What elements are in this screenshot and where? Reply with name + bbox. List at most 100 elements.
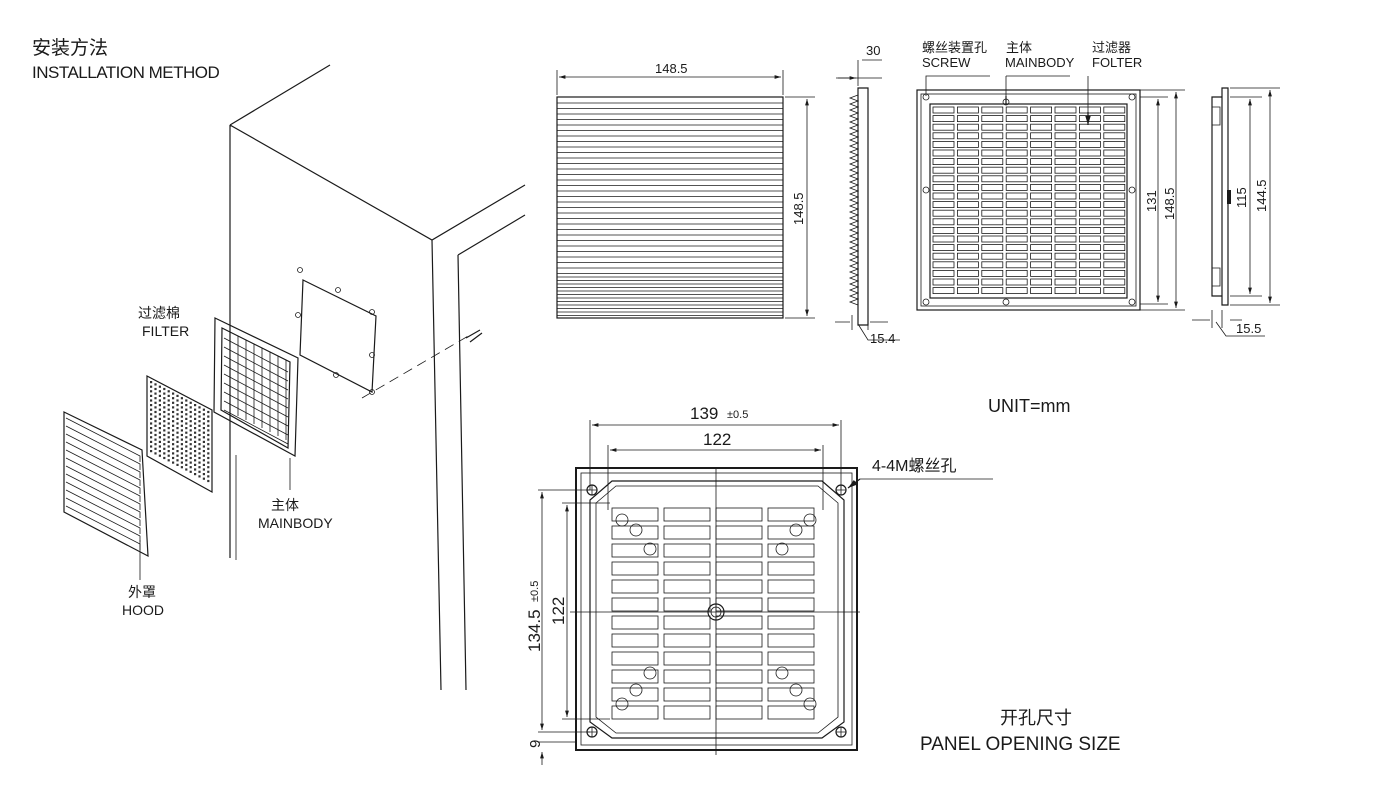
filter-mesh — [163, 429, 166, 432]
filter-mesh — [150, 445, 153, 448]
unit-label: UNIT=mm — [988, 396, 1071, 416]
filter-mesh — [154, 415, 157, 418]
hood-louver — [65, 465, 141, 510]
filter-mesh — [189, 461, 192, 464]
filter-mesh — [202, 427, 205, 430]
filter-slot — [1103, 106, 1126, 114]
filter-mesh — [150, 390, 153, 393]
filter-slot — [957, 115, 979, 122]
clip-hole — [643, 542, 657, 556]
filter-mesh — [167, 459, 170, 462]
filter-slot — [1054, 226, 1077, 234]
panel-cutout — [295, 267, 377, 395]
filter-slot — [1079, 158, 1101, 166]
filter-mesh — [167, 450, 170, 453]
filter-slot — [1079, 115, 1101, 122]
filter-mesh — [163, 433, 166, 437]
filter-mesh — [185, 454, 188, 457]
filter-mesh — [194, 431, 197, 434]
filter-mesh — [189, 466, 192, 469]
filter-slot — [932, 158, 955, 166]
screw-hole — [1128, 186, 1136, 194]
filter-slot — [1054, 209, 1077, 217]
back-outer-dim: 148.5 — [1162, 187, 1177, 220]
filter-slot — [1005, 235, 1028, 243]
filter-mesh — [150, 422, 153, 425]
filter-slot — [1054, 261, 1077, 269]
grille-slot — [715, 507, 763, 522]
filter-slot — [1079, 166, 1101, 174]
filter-mesh — [198, 470, 201, 473]
filter-slot — [1005, 106, 1028, 114]
filter-mesh — [185, 413, 188, 416]
filter-mesh — [198, 475, 201, 478]
filter-mesh — [180, 410, 183, 414]
clip-hole — [775, 542, 789, 556]
clip-hole — [629, 683, 643, 697]
filter-slot — [957, 244, 979, 252]
filter-mesh — [189, 424, 192, 427]
filter-slot — [1005, 209, 1028, 217]
filter-mesh — [194, 404, 197, 407]
filter-slot — [957, 235, 979, 243]
grille-line — [223, 346, 289, 382]
filter-slot — [1054, 175, 1077, 183]
filter-slot — [1054, 183, 1077, 191]
filter-mesh — [189, 401, 192, 404]
filter-mesh — [202, 422, 205, 425]
filter-mesh — [202, 445, 205, 448]
filter-mesh — [172, 447, 175, 450]
back-inner-dim: 131 — [1144, 190, 1159, 212]
filter-mesh — [189, 443, 192, 446]
grille-slot — [767, 615, 815, 630]
filter-mesh — [207, 429, 210, 432]
filter-slot — [1005, 158, 1028, 166]
filter-mesh — [189, 447, 192, 450]
filter-pad — [146, 375, 213, 494]
filter-mesh — [180, 443, 183, 446]
filter-mesh — [198, 466, 201, 469]
filter-mesh — [154, 429, 157, 432]
panel-offset-dim: 9 — [527, 740, 544, 748]
filter-mesh — [180, 420, 183, 423]
filter-mesh — [189, 406, 192, 409]
filter-mesh — [189, 420, 192, 423]
filter-slot — [932, 106, 955, 114]
filter-slot — [1079, 132, 1101, 140]
hood-louver — [65, 489, 141, 534]
filter-mesh — [172, 429, 175, 432]
filter-slot — [1079, 140, 1101, 148]
filter-slot — [932, 278, 955, 286]
filter-mesh — [158, 413, 161, 416]
mainbody-label-en: MAINBODY — [258, 515, 333, 531]
back-mainbody-label-cn: 主体 — [1006, 40, 1032, 55]
filter-mesh — [189, 438, 192, 441]
grille-line — [223, 382, 289, 418]
filter-mesh — [194, 408, 197, 411]
filter-mesh — [202, 408, 205, 411]
filter-slot — [981, 244, 1004, 252]
hood-louver — [65, 497, 141, 542]
filter-mesh — [176, 408, 179, 411]
filter-slot — [1103, 192, 1126, 200]
filter-mesh — [207, 415, 210, 418]
filter-slot — [1054, 192, 1077, 200]
back-view: 螺丝装置孔 SCREW 主体 MAINBODY 过滤器 FOLTER 131 1… — [916, 40, 1185, 311]
hood-louver — [65, 425, 141, 470]
filter-slot — [1005, 115, 1028, 122]
filter-slot — [957, 158, 979, 166]
filter-mesh — [189, 456, 192, 460]
filter-mesh — [158, 404, 161, 407]
mount-hole — [369, 389, 375, 395]
filter-slot — [932, 261, 955, 269]
filter-mesh — [180, 433, 183, 437]
screw-label-en: SCREW — [922, 55, 971, 70]
front-width-dim: 148.5 — [655, 61, 688, 76]
filter-slot — [1054, 244, 1077, 252]
filter-mesh — [207, 424, 210, 427]
filter-mesh — [167, 445, 170, 448]
filter-slot — [1005, 252, 1028, 260]
filter-mesh — [185, 427, 188, 430]
filter-mesh — [194, 454, 197, 457]
filter-slot — [932, 149, 955, 157]
